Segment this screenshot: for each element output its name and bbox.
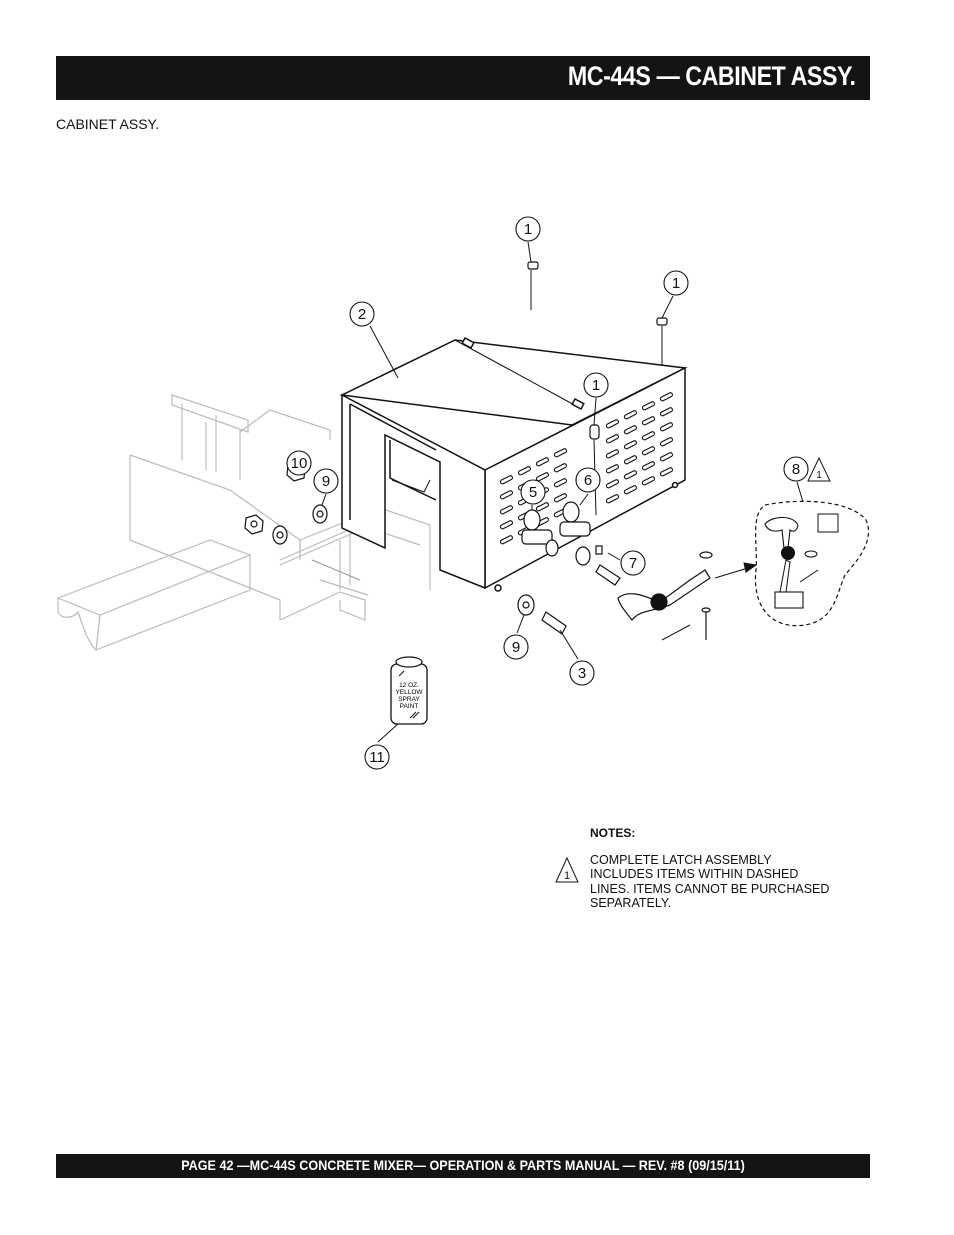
callout-6: 6 (575, 467, 601, 493)
footer-text: PAGE 42 —MC-44S CONCRETE MIXER— OPERATIO… (181, 1157, 745, 1173)
svg-text:10: 10 (291, 455, 308, 472)
hardware (244, 261, 713, 641)
vent-slot (641, 461, 656, 471)
callout-7: 7 (620, 550, 646, 576)
svg-text:6: 6 (584, 472, 592, 489)
section-subtitle: CABINET ASSY. (56, 116, 159, 132)
vent-slot (659, 452, 674, 462)
svg-text:8: 8 (792, 461, 800, 478)
vent-slot (623, 485, 638, 495)
vent-slot (605, 449, 620, 459)
note-line: COMPLETE LATCH ASSEMBLY (590, 852, 772, 867)
note-line: SEPARATELY. (590, 896, 672, 910)
note-line: INCLUDES ITEMS WITHIN DASHED (590, 867, 799, 881)
vent-slot (623, 440, 638, 450)
vent-slot (499, 505, 514, 515)
latch-assembly-detail (754, 500, 870, 627)
page-title: MC-44S — CABINET ASSY. (568, 61, 856, 91)
svg-text:1: 1 (592, 377, 600, 394)
note-line: LINES. ITEMS CANNOT BE PURCHASED (590, 881, 830, 896)
callout-3: 3 (569, 660, 595, 686)
vent-slot (553, 478, 568, 488)
leader-lines (296, 241, 804, 743)
vent-slot (659, 467, 674, 477)
svg-text:1: 1 (816, 470, 822, 481)
svg-text:1: 1 (524, 221, 532, 238)
callout-9a: 9 (313, 468, 339, 494)
svg-text:1: 1 (564, 870, 570, 882)
paint-can-line-2: YELLOW (395, 689, 423, 696)
note-marker-triangle: 1 (807, 456, 831, 482)
footer-bar: PAGE 42 —MC-44S CONCRETE MIXER— OPERATIO… (56, 1154, 870, 1178)
vent-slot (535, 472, 550, 482)
callout-2: 2 (349, 301, 375, 327)
vent-slot (659, 437, 674, 447)
callout-1c: 1 (583, 372, 609, 398)
vent-slot (553, 493, 568, 503)
header-bar: MC-44S — CABINET ASSY. (56, 56, 870, 100)
svg-text:3: 3 (578, 665, 586, 682)
vent-slot (605, 434, 620, 444)
svg-text:2: 2 (358, 306, 366, 323)
svg-text:1: 1 (672, 275, 680, 292)
vent-slot (641, 446, 656, 456)
notes-triangle-marker: 1 (555, 856, 579, 883)
callout-11: 11 (364, 744, 390, 770)
vent-slot (623, 425, 638, 435)
svg-text:9: 9 (512, 639, 520, 656)
callout-10: 10 (286, 450, 312, 476)
vent-slot (659, 392, 674, 402)
paint-can-line-1: 12 OZ. (399, 682, 419, 689)
callouts: 1 1 2 1 10 9 5 6 8 7 9 3 11 1 (286, 216, 831, 770)
vent-slot (641, 431, 656, 441)
vent-slot (499, 520, 514, 530)
vent-slot (659, 407, 674, 417)
svg-text:11: 11 (369, 749, 385, 766)
notes-block: NOTES: COMPLETE LATCH ASSEMBLY INCLUDES … (590, 826, 829, 911)
vent-slot (553, 448, 568, 458)
vent-slot (623, 455, 638, 465)
vent-slot (553, 463, 568, 473)
vent-slot (517, 466, 532, 476)
callout-8: 8 (783, 456, 809, 482)
vent-slot (535, 502, 550, 512)
vent-slot (623, 410, 638, 420)
vent-slot (605, 479, 620, 489)
svg-text:9: 9 (322, 473, 330, 490)
svg-text:7: 7 (629, 555, 637, 572)
vent-slot (499, 490, 514, 500)
callout-1b: 1 (663, 270, 689, 296)
vent-slot (659, 422, 674, 432)
paint-can: 12 OZ. YELLOW SPRAY PAINT (390, 656, 428, 725)
vent-slot (535, 457, 550, 467)
vent-slot (641, 476, 656, 486)
notes-title: NOTES: (590, 826, 636, 840)
paint-can-line-4: PAINT (400, 703, 419, 710)
callout-9b: 9 (503, 634, 529, 660)
vent-slot (641, 401, 656, 411)
vent-slot (605, 464, 620, 474)
mixer-frame (56, 394, 431, 652)
vent-slot (499, 475, 514, 485)
vent-slot (641, 416, 656, 426)
callout-1a: 1 (515, 216, 541, 242)
callout-5: 5 (520, 479, 546, 505)
vent-slot (605, 494, 620, 504)
vent-slot (623, 470, 638, 480)
vent-slot (499, 535, 514, 545)
paint-can-line-3: SPRAY (398, 696, 420, 703)
svg-text:5: 5 (529, 484, 537, 501)
vent-slot (605, 419, 620, 429)
